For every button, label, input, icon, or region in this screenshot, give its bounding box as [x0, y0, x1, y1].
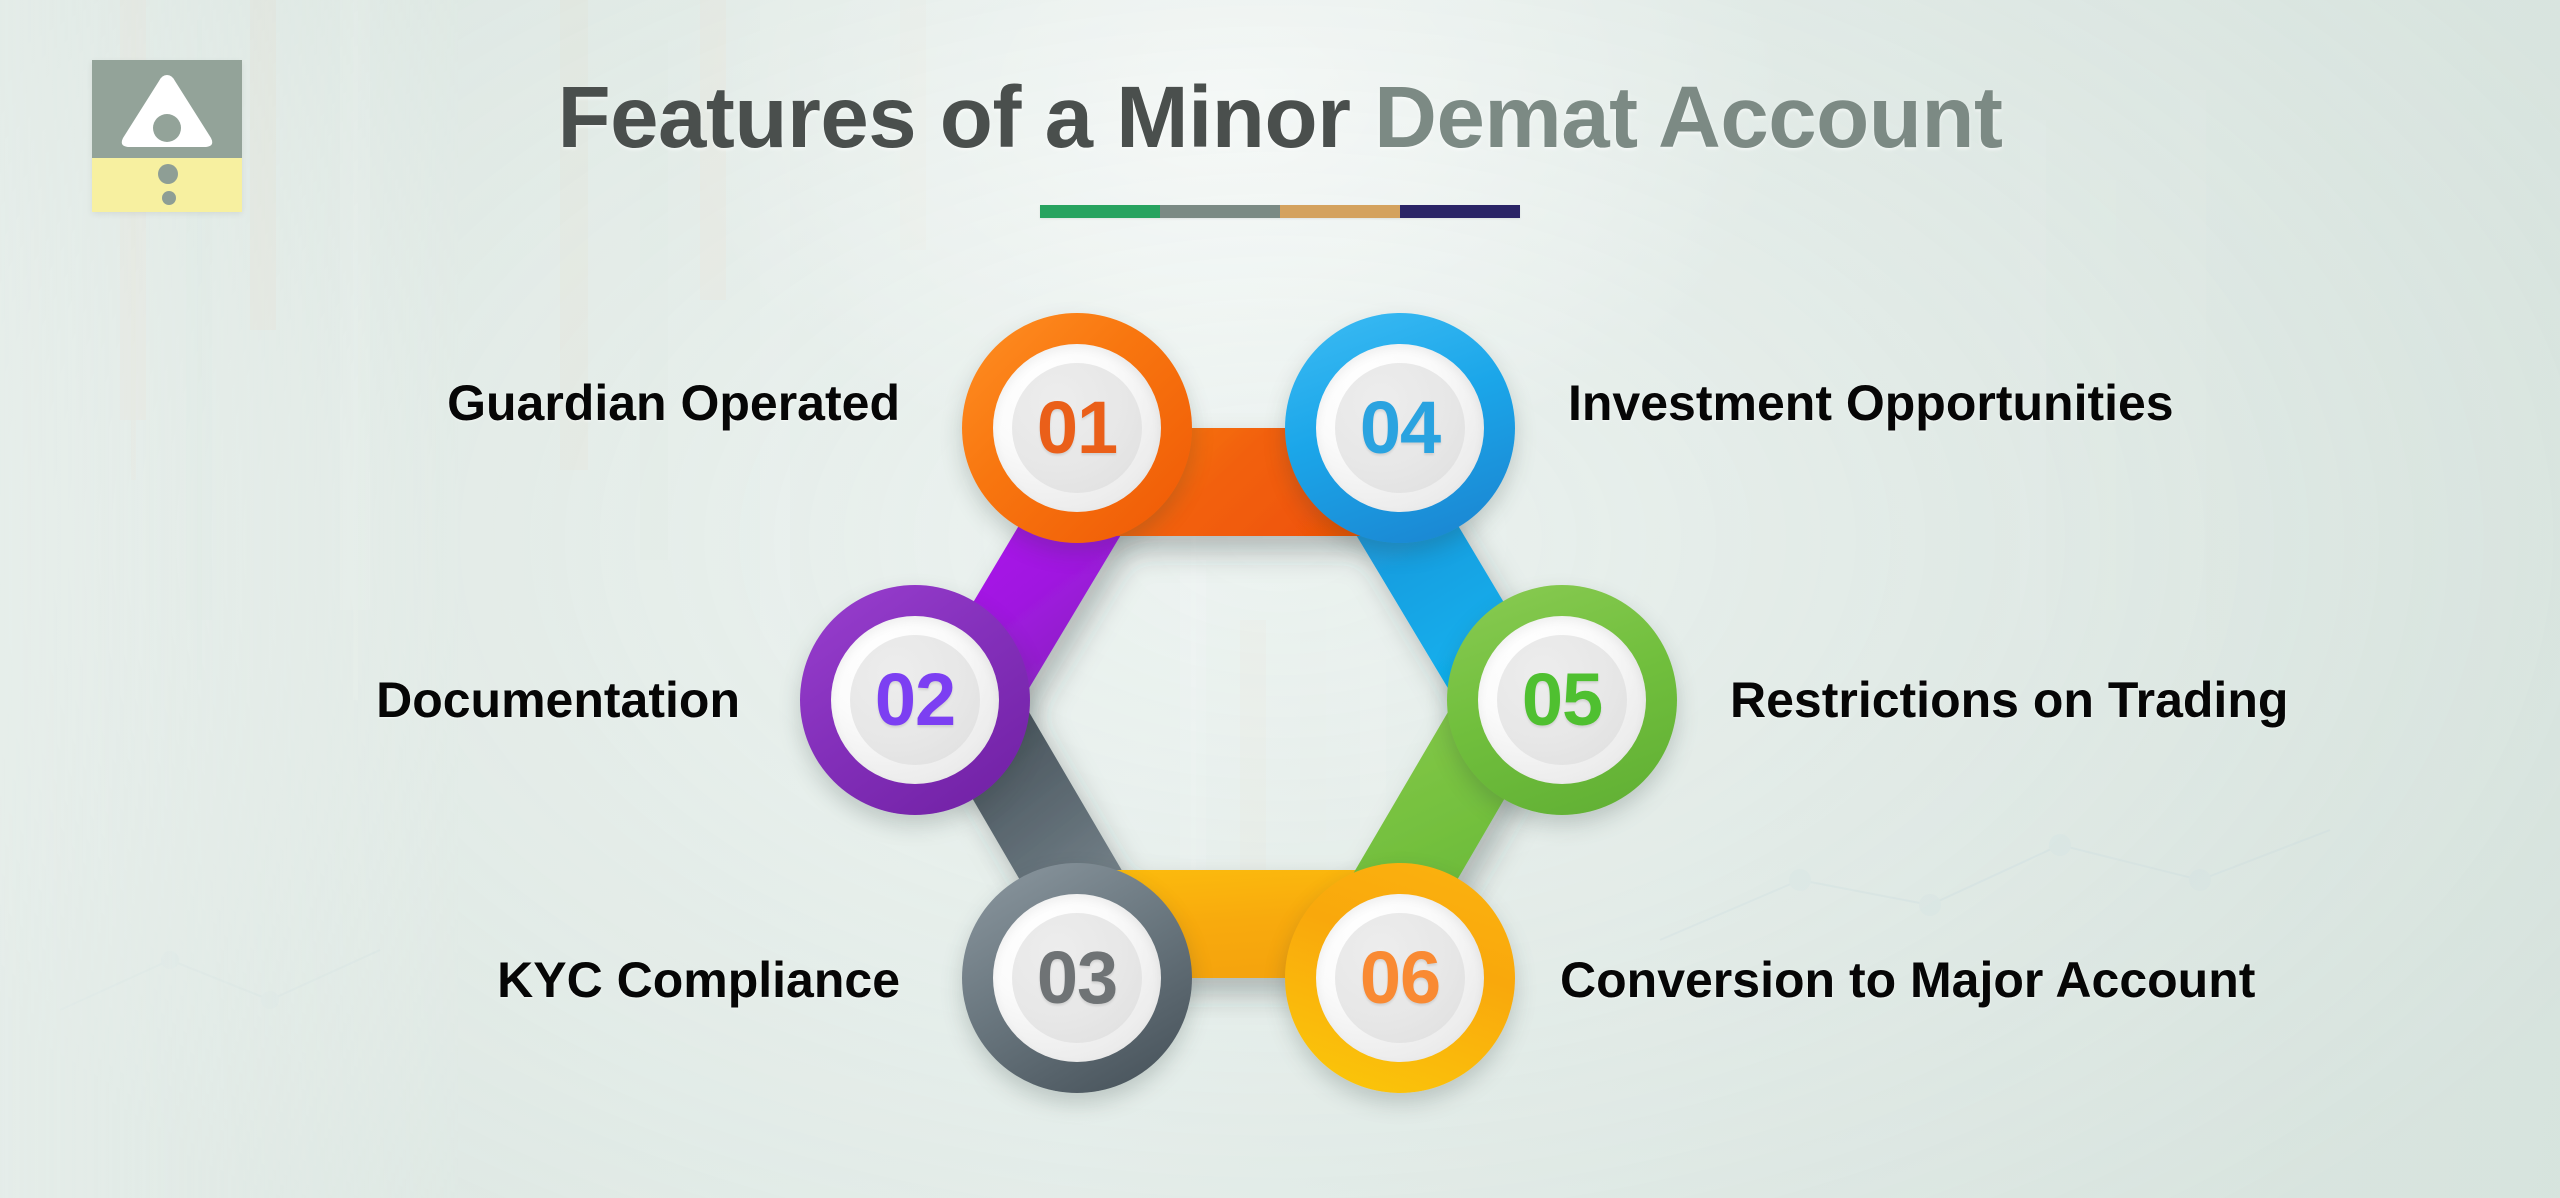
- logo-dot-small: [162, 191, 176, 205]
- label-node-05: Restrictions on Trading: [1730, 672, 2289, 728]
- node-06-number: 06: [1359, 936, 1441, 1019]
- label-node-01: Guardian Operated: [447, 375, 900, 431]
- label-node-03: KYC Compliance: [497, 952, 900, 1008]
- page-title-primary: Features of a Minor: [557, 69, 1351, 166]
- node-03-inner: [993, 894, 1161, 1062]
- node-05-number: 05: [1521, 658, 1603, 741]
- page-title: Features of a Minor Demat Account: [0, 72, 2560, 163]
- logo-dot-large: [158, 164, 178, 184]
- node-03[interactable]: 03: [962, 863, 1192, 1093]
- title-block: Features of a Minor Demat Account: [0, 72, 2560, 163]
- node-06[interactable]: 06: [1285, 863, 1515, 1093]
- node-02[interactable]: 02: [800, 585, 1030, 815]
- divider-segment-navy: [1400, 205, 1520, 218]
- page-title-secondary: Demat Account: [1374, 69, 2003, 166]
- node-04[interactable]: 04: [1285, 313, 1515, 543]
- node-05[interactable]: 05: [1447, 585, 1677, 815]
- divider-segment-gray: [1160, 205, 1280, 218]
- node-06-inner: [1316, 894, 1484, 1062]
- label-node-02: Documentation: [376, 672, 740, 728]
- node-01[interactable]: 01: [962, 313, 1192, 543]
- node-01-number: 01: [1036, 386, 1118, 469]
- title-divider: [1040, 205, 1520, 218]
- brand-logo: [92, 60, 242, 212]
- divider-segment-gold: [1280, 205, 1400, 218]
- node-03-number: 03: [1036, 936, 1118, 1019]
- label-node-06: Conversion to Major Account: [1560, 952, 2256, 1008]
- triangle-with-dot-icon: [121, 75, 213, 147]
- node-04-number: 04: [1359, 386, 1441, 469]
- divider-segment-green: [1040, 205, 1160, 218]
- label-node-04: Investment Opportunities: [1568, 375, 2174, 431]
- node-02-number: 02: [874, 658, 956, 741]
- node-05-inner: [1478, 616, 1646, 784]
- node-01-inner: [993, 344, 1161, 512]
- node-04-inner: [1316, 344, 1484, 512]
- node-02-inner: [831, 616, 999, 784]
